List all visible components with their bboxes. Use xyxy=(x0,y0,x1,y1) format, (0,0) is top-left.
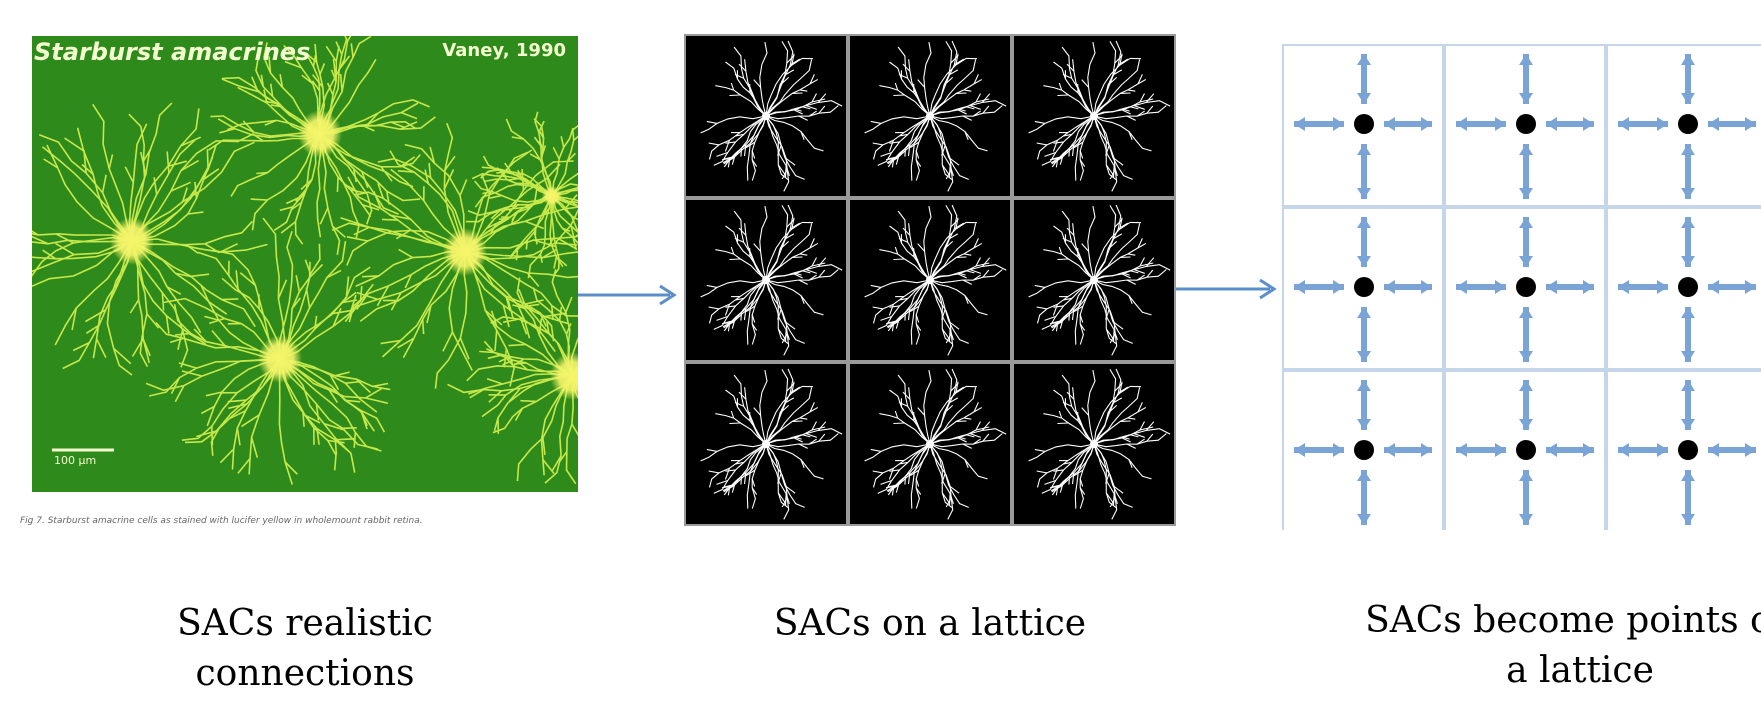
sac-point xyxy=(1516,114,1536,134)
lattice-point-cell xyxy=(1606,44,1761,207)
micrograph-title: Starburst amacrines xyxy=(34,38,311,66)
point-lattice-drawing xyxy=(1282,44,1761,530)
sac-point xyxy=(1516,277,1536,297)
lattice-point-cell xyxy=(1606,207,1761,370)
micrograph-figure-caption: Fig 7. Starburst amacrine cells as stain… xyxy=(20,516,423,526)
starburst-cell xyxy=(447,269,578,485)
caption-realistic: SACs realistic connections xyxy=(110,599,500,699)
starburst-micrograph: Starburst amacrines Vaney, 1990 100 µm xyxy=(32,36,578,492)
lattice-tile xyxy=(1014,36,1174,196)
lattice-point-cell xyxy=(1444,370,1606,530)
sac-point xyxy=(1516,440,1536,460)
sac-lattice-image xyxy=(684,34,1176,526)
lattice-tile xyxy=(850,36,1010,196)
lattice-tile xyxy=(1014,200,1174,360)
starburst-cell xyxy=(208,36,436,256)
sac-point xyxy=(1354,440,1374,460)
lattice-tile xyxy=(686,200,846,360)
starburst-cell xyxy=(465,111,578,279)
lattice-tile xyxy=(850,200,1010,360)
micrograph-caption-strip xyxy=(32,492,578,532)
sac-point xyxy=(1678,114,1698,134)
sac-point xyxy=(1354,277,1374,297)
lattice-tile xyxy=(850,364,1010,524)
lattice-point-cell xyxy=(1444,44,1606,207)
connector-arrow-2 xyxy=(1176,278,1277,300)
lattice-tile xyxy=(686,364,846,524)
micrograph-credit: Vaney, 1990 xyxy=(442,40,566,61)
point-lattice-diagram xyxy=(1282,44,1761,530)
caption-lattice-line-1: SACs on a lattice xyxy=(773,603,1087,644)
lattice-point-cell xyxy=(1606,370,1761,530)
caption-realistic-line-2: connections xyxy=(195,653,415,694)
sac-point xyxy=(1678,277,1698,297)
caption-points-line-2: a lattice xyxy=(1506,650,1654,691)
lattice-point-cell xyxy=(1444,207,1606,370)
scale-bar-label: 100 µm xyxy=(54,454,97,467)
lattice-point-cell xyxy=(1282,207,1444,370)
lattice-tile xyxy=(1014,364,1174,524)
caption-realistic-line-1: SACs realistic xyxy=(177,603,433,644)
caption-points: SACs become points on a lattice xyxy=(1300,596,1761,696)
caption-points-line-1: SACs become points on xyxy=(1365,600,1761,641)
starburst-cell xyxy=(145,217,391,485)
lattice-drawing xyxy=(686,36,1174,524)
lattice-point-cell xyxy=(1282,370,1444,530)
connector-arrow-1 xyxy=(578,284,677,306)
starburst-cell xyxy=(32,102,268,376)
lattice-point-cell xyxy=(1282,44,1444,207)
lattice-tile xyxy=(686,36,846,196)
sac-point xyxy=(1354,114,1374,134)
micrograph-drawing xyxy=(32,36,578,485)
caption-lattice: SACs on a lattice xyxy=(720,599,1140,649)
sac-point xyxy=(1678,440,1698,460)
